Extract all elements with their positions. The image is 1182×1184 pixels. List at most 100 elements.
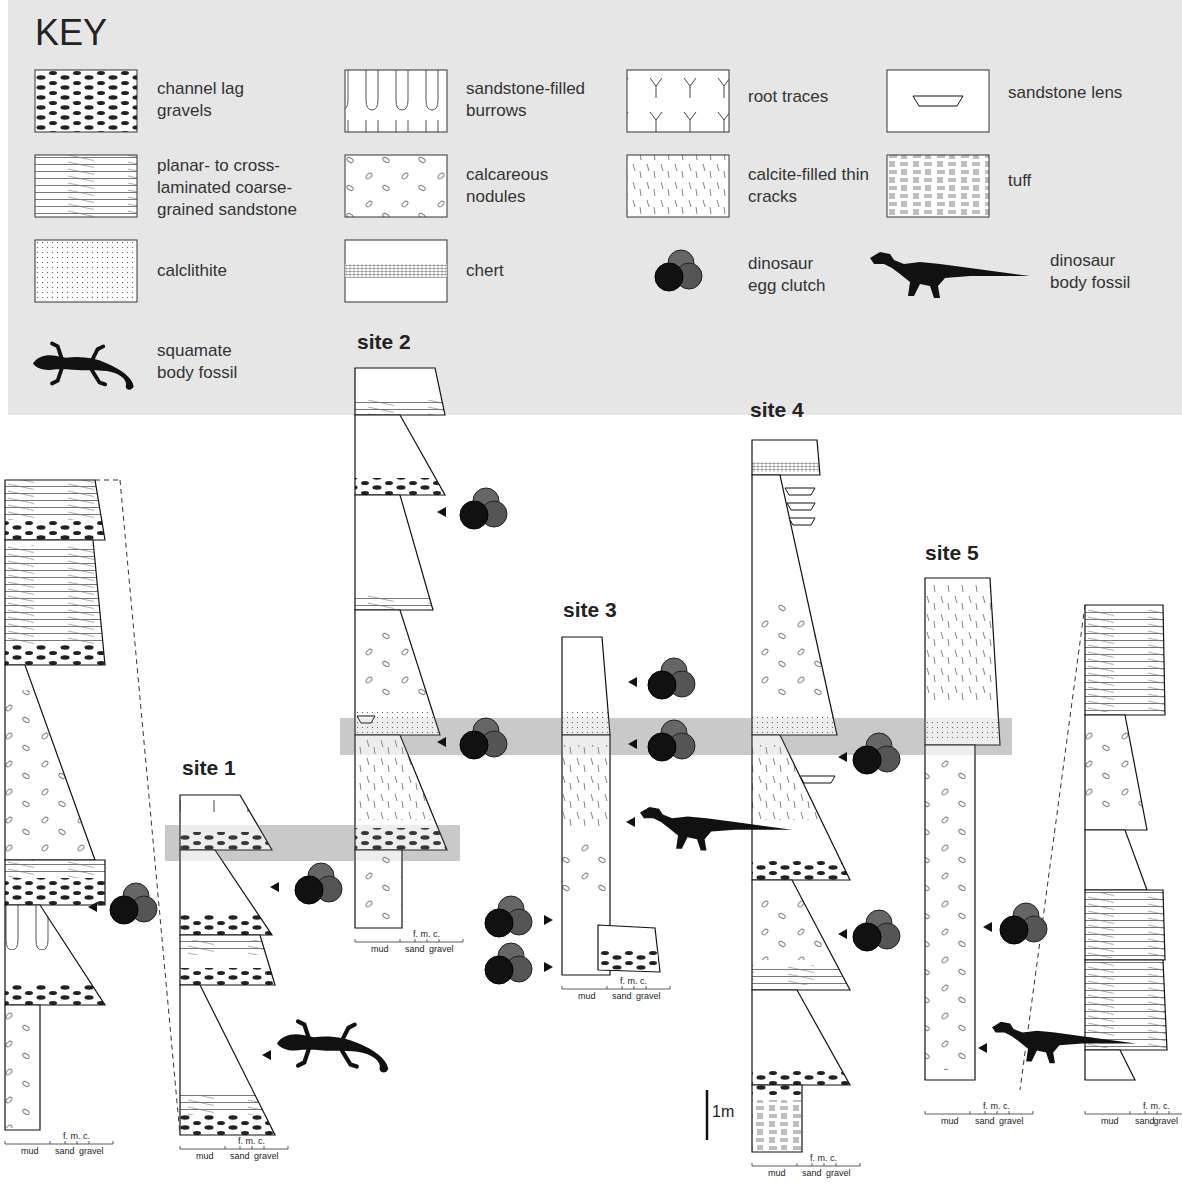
pointer-arrow [437, 507, 446, 517]
bed-pattern [5, 520, 105, 540]
squamate-fossil [277, 1021, 388, 1072]
bed-pattern [752, 462, 820, 472]
bed-pattern [180, 1115, 275, 1135]
bed-fill [925, 745, 975, 1080]
bed-fill [752, 990, 850, 1085]
bed-fill [5, 1005, 40, 1130]
bed-fill [5, 540, 105, 665]
egg-clutch [460, 718, 507, 759]
legend-swatch [345, 70, 447, 132]
legend-text: planar- to cross-laminated coarse-graine… [157, 155, 322, 221]
axis-label: sand [55, 1146, 75, 1156]
bed-outline [180, 850, 272, 935]
bed-fill [355, 495, 433, 610]
bed-fill [355, 850, 402, 928]
bed-pattern [180, 1095, 265, 1115]
pointer-arrow [544, 915, 553, 925]
axis-label: mud [578, 991, 596, 1001]
bed-outline [5, 480, 105, 540]
grain-tick [562, 986, 563, 989]
bed-pattern [752, 860, 850, 880]
grain-tick [970, 1111, 971, 1114]
bed-pattern [180, 915, 272, 935]
pointer-arrow [437, 737, 446, 747]
bed-pattern [5, 545, 103, 645]
grain-tick [752, 1163, 753, 1166]
bed-pattern [752, 965, 847, 985]
grain-tick [812, 1163, 813, 1166]
sandstone-lens [800, 776, 835, 783]
egg-clutch [295, 863, 342, 904]
pointer-arrow [88, 902, 97, 912]
gravel-lag [599, 950, 659, 971]
axis-label: gravel [999, 1116, 1024, 1126]
sandstone-lens [785, 488, 815, 495]
bed-outline [752, 990, 850, 1085]
axis-label: mud [371, 944, 389, 954]
grain-tick [860, 1163, 861, 1166]
bed-pattern [562, 745, 610, 830]
bed-outline [1085, 830, 1147, 890]
grain-tick [1130, 1111, 1131, 1114]
grain-tick [925, 1111, 926, 1114]
bed-pattern [180, 800, 257, 825]
bed-pattern [5, 860, 105, 878]
axis-label: gravel [1153, 1116, 1178, 1126]
section-column [752, 440, 860, 1166]
bed-pattern [1085, 892, 1165, 958]
site-title: site 3 [563, 598, 617, 622]
grain-axis [5, 1144, 113, 1145]
enlargement-line [120, 480, 180, 1135]
egg-clutch [648, 658, 695, 699]
axis-label: mud [196, 1151, 214, 1161]
legend-swatch [345, 240, 447, 302]
bed-fill [1085, 960, 1167, 1050]
dinosaur-fossil [870, 252, 1030, 298]
bed-outline [5, 540, 105, 665]
grain-tick [252, 1146, 253, 1149]
legend-swatch [887, 155, 989, 217]
legend-swatch [627, 70, 729, 132]
bed-outline [752, 440, 820, 475]
bed-fill [752, 735, 850, 880]
bed-pattern [5, 1010, 40, 1128]
legend-text: dinosaur egg clutch [748, 253, 840, 297]
grain-tick [1033, 1111, 1034, 1114]
pointer-arrow [628, 677, 637, 687]
grain-tick [50, 1141, 51, 1144]
bed-outline [355, 415, 445, 495]
bed-fill [752, 880, 850, 990]
bed-pattern [5, 985, 105, 1005]
grain-tick [1085, 1111, 1086, 1114]
bed-pattern [562, 840, 610, 900]
pointer-arrow [978, 1043, 987, 1053]
sandstone-bed [598, 925, 660, 972]
bed-outline [5, 1005, 40, 1130]
bed-pattern [752, 600, 829, 700]
axis-label: sand [975, 1116, 995, 1126]
legend-text: sandstone-filled burrows [466, 78, 606, 122]
bed-fill [5, 665, 95, 860]
bed-fill [1085, 830, 1147, 890]
grain-size-label: f. m. c. [413, 929, 440, 939]
axis-label: gravel [826, 1168, 851, 1178]
legend-text: calcite-filled thin cracks [748, 164, 873, 208]
axis-label: mud [768, 1168, 786, 1178]
legend-swatch [887, 70, 989, 132]
bed-outline [752, 880, 850, 990]
site-title: site 5 [925, 541, 979, 565]
grain-tick [400, 939, 401, 942]
bed-pattern [355, 400, 445, 415]
grain-tick [670, 986, 671, 989]
legend-heading: KEY [35, 12, 107, 53]
correlation-band [165, 825, 460, 861]
grain-axis [562, 989, 670, 990]
axis-label: gravel [429, 944, 454, 954]
grain-size-label: f. m. c. [1143, 1101, 1170, 1111]
bed-outline [1085, 1050, 1135, 1080]
egg-clutch [853, 910, 900, 951]
bed-fill [752, 475, 837, 735]
bed-outline [355, 495, 433, 610]
